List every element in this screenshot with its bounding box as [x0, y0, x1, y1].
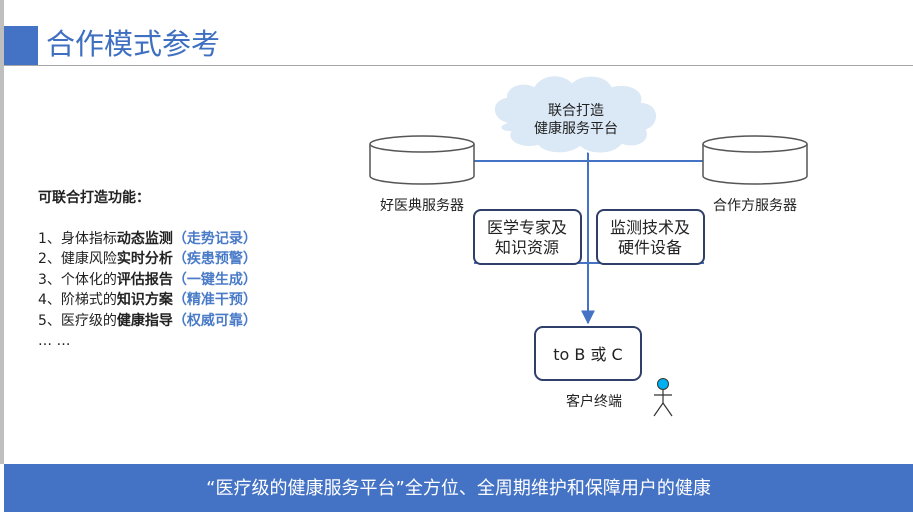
feature-list: 可联合打造功能： 1、身体指标动态监测（走势记录） 2、健康风险实时分析（疾患预… — [38, 188, 257, 352]
tech-box — [596, 209, 705, 265]
feature-tag: （权威可靠） — [172, 312, 257, 329]
footer-banner: “医疗级的健康服务平台”全方位、全周期维护和保障用户的健康 — [4, 464, 913, 512]
feature-prefix: 5、医疗级的 — [38, 312, 117, 329]
person-icon — [653, 378, 673, 417]
title-accent-bar — [4, 26, 38, 66]
feature-highlight: 评估报告 — [116, 271, 173, 288]
tech-label-line2: 硬件设备 — [618, 238, 682, 257]
experts-label-line1: 医学专家及 — [487, 218, 567, 237]
experts-label-line2: 知识资源 — [495, 238, 559, 257]
feature-prefix: 2、健康风险 — [38, 251, 117, 267]
feature-highlight: 知识方案 — [116, 292, 173, 308]
feature-item: 5、医疗级的健康指导（权威可靠） — [38, 311, 257, 332]
client-terminal-label: 客户终端 — [566, 393, 622, 410]
feature-heading: 可联合打造功能： — [38, 190, 150, 206]
feature-highlight: 实时分析 — [116, 251, 173, 267]
tech-label-line1: 监测技术及 — [610, 218, 690, 237]
right-server-icon — [702, 135, 808, 185]
collaboration-diagram: 联合打造 健康服务平台 好医典服务器 合作方服务器 医学专家及 知识资源 监测技… — [369, 74, 808, 417]
feature-tag: （一键生成） — [172, 271, 257, 288]
feature-item: 1、身体指标动态监测（走势记录） — [38, 229, 257, 250]
platform-cloud — [492, 74, 658, 155]
cloud-label-line2: 健康服务平台 — [534, 120, 618, 137]
feature-prefix: 1、身体指标 — [38, 230, 117, 247]
feature-highlight: 健康指导 — [116, 312, 173, 329]
feature-item: 2、健康风险实时分析（疾患预警） — [38, 249, 257, 270]
page-title: 合作模式参考 — [46, 27, 221, 61]
left-edge-rule — [0, 0, 4, 464]
feature-prefix: 3、个体化的 — [38, 271, 117, 288]
feature-highlight: 动态监测 — [116, 230, 173, 247]
feature-tag: （精准干预） — [172, 292, 257, 308]
feature-tag: （走势记录） — [172, 230, 257, 247]
feature-item: 4、阶梯式的知识方案（精准干预） — [38, 290, 257, 311]
terminal-box — [534, 326, 642, 381]
experts-box — [473, 209, 582, 265]
terminal-label: to B 或 C — [553, 345, 622, 364]
title-divider — [4, 65, 913, 66]
feature-prefix: 4、阶梯式的 — [38, 292, 117, 308]
cloud-label-line1: 联合打造 — [548, 102, 604, 119]
feature-tag: （疾患预警） — [172, 251, 257, 267]
feature-item: 3、个体化的评估报告（一键生成） — [38, 270, 257, 291]
right-server-label: 合作方服务器 — [713, 198, 797, 214]
left-server-label: 好医典服务器 — [380, 198, 464, 214]
left-server-icon — [369, 135, 475, 185]
feature-ellipsis: … … — [38, 333, 71, 349]
